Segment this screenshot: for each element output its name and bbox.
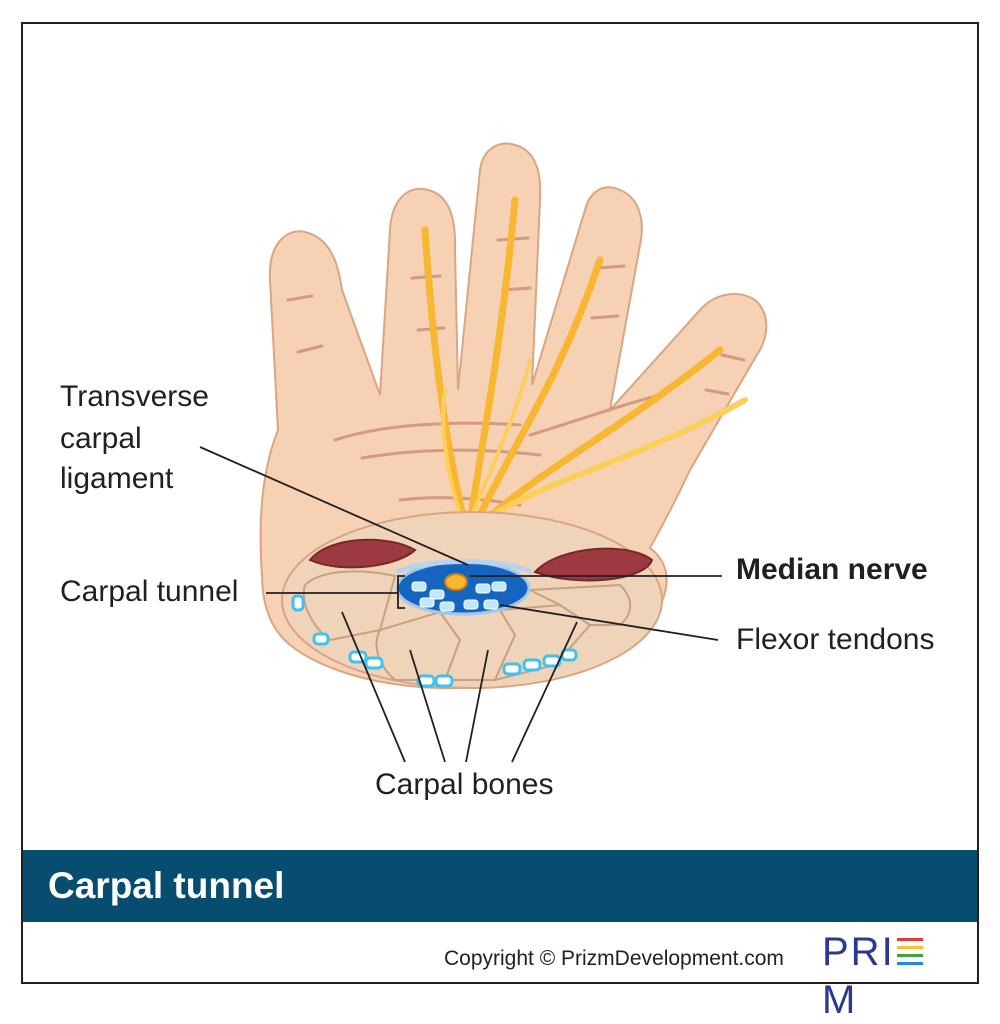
- vessels: [291, 594, 578, 688]
- median-nerve-branches: [421, 196, 748, 529]
- label-carpal-tunnel: Carpal tunnel: [60, 575, 239, 608]
- label-carpal-bones: Carpal bones: [375, 768, 554, 801]
- label-flexor-tendons: Flexor tendons: [736, 623, 935, 656]
- copyright-notice: Copyright © PrizmDevelopment.com: [444, 947, 784, 970]
- median-nerve-cross-section: [444, 573, 468, 591]
- leader-lines: [199, 446, 722, 763]
- label-median-nerve: Median nerve: [736, 553, 928, 586]
- flexor-tendons: [411, 581, 507, 612]
- carpal-bones-group: [302, 570, 632, 682]
- label-transverse-line2: carpal: [60, 422, 142, 455]
- logo-text-part2: M: [822, 978, 858, 1022]
- prizm-logo: PRI M: [822, 928, 952, 1022]
- figure-title: Carpal tunnel: [48, 865, 285, 906]
- hand-diagram: [199, 142, 768, 763]
- muscle-left: [308, 538, 417, 569]
- label-transverse-line3: ligament: [60, 462, 174, 495]
- muscle-right: [533, 547, 654, 582]
- title-bar: [23, 850, 977, 922]
- logo-z-icon: [896, 938, 923, 965]
- logo-text-part1: PRI: [822, 930, 895, 974]
- label-transverse-line1: Transverse: [60, 380, 209, 413]
- transverse-ligament: [395, 559, 534, 575]
